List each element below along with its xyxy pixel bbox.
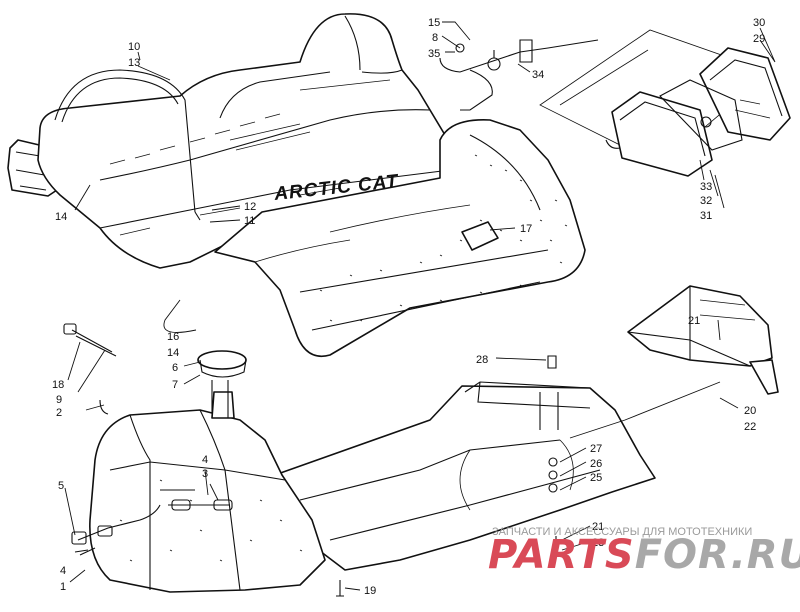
callout-19: 19 <box>364 585 376 597</box>
watermark-caption: ЗАПЧАСТИ И АКСЕССУАРЫ ДЛЯ МОТОТЕХНИКИ <box>492 526 752 538</box>
callout-27: 27 <box>590 443 602 455</box>
callout-20: 20 <box>744 405 756 417</box>
taillight-assembly <box>439 29 791 177</box>
callout-21-bracket: 21 <box>688 315 700 327</box>
callout-7: 7 <box>172 379 178 391</box>
fuel-tank-assembly <box>63 323 656 597</box>
callout-8: 8 <box>432 32 438 44</box>
seat-assembly <box>7 13 471 269</box>
callout-1: 1 <box>60 581 66 593</box>
callout-2: 2 <box>56 407 62 419</box>
callout-16: 16 <box>167 331 179 343</box>
callout-9: 9 <box>56 394 62 406</box>
callout-26: 26 <box>590 458 602 470</box>
callout-labels: 10 13 15 8 35 34 30 29 14 12 11 17 33 32… <box>52 17 765 597</box>
callout-4-line: 4 <box>60 565 66 577</box>
callout-35: 35 <box>428 48 440 60</box>
callout-11: 11 <box>244 215 255 227</box>
callout-29: 29 <box>753 33 765 45</box>
callout-21-base: 21 <box>592 521 604 533</box>
callout-33: 33 <box>700 181 712 193</box>
callout-12: 12 <box>244 201 256 213</box>
callout-6: 6 <box>172 362 178 374</box>
callout-14-strap: 14 <box>167 347 179 359</box>
callout-34: 34 <box>532 69 544 81</box>
callout-23: 23 <box>592 537 604 549</box>
rear-cowl <box>214 119 586 357</box>
callout-5: 5 <box>58 480 64 492</box>
watermark-for-ru: FOR.RU <box>635 532 800 578</box>
callout-13: 13 <box>128 57 140 69</box>
callout-32: 32 <box>700 195 712 207</box>
callout-28: 28 <box>476 354 488 366</box>
callout-14-seat: 14 <box>55 211 67 223</box>
callout-4-vent: 4 <box>202 454 208 466</box>
callout-3: 3 <box>202 468 208 480</box>
watermark: ЗАПЧАСТИ И АКСЕССУАРЫ ДЛЯ МОТОТЕХНИКИ PA… <box>488 526 800 578</box>
support-bracket <box>627 285 779 395</box>
callout-10: 10 <box>128 41 140 53</box>
callout-31: 31 <box>700 210 712 222</box>
callout-25: 25 <box>590 472 602 484</box>
watermark-parts: PARTS <box>488 532 635 578</box>
callout-17: 17 <box>520 223 532 235</box>
svg-text:PARTSFOR.RU: PARTSFOR.RU <box>488 532 800 578</box>
callout-22: 22 <box>744 421 756 433</box>
callout-15: 15 <box>428 17 440 29</box>
leader-lines <box>64 21 776 591</box>
callout-30: 30 <box>753 17 765 29</box>
callout-18: 18 <box>52 379 64 391</box>
